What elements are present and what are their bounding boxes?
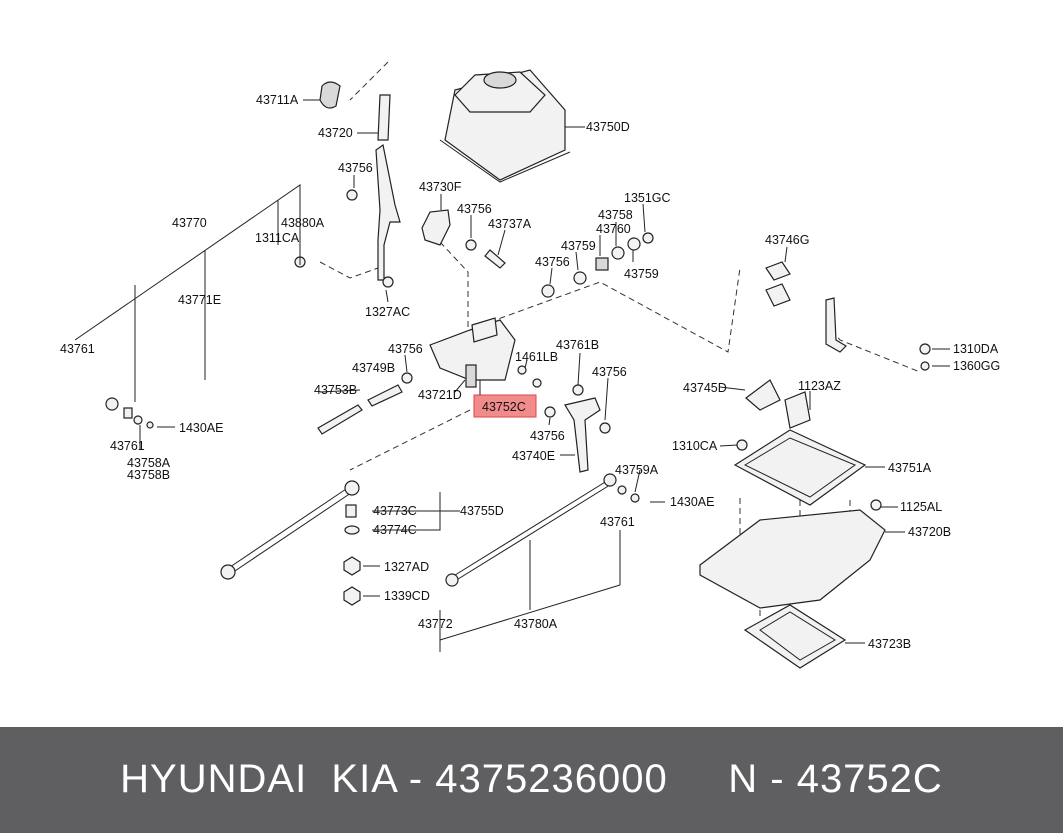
part-label: 43759A	[615, 463, 659, 477]
part-label: 43780A	[514, 617, 558, 631]
part-label: 43772	[418, 617, 453, 631]
part-label: 1310DA	[953, 342, 999, 356]
part-label: 43759	[561, 239, 596, 253]
part-label: 43761	[600, 515, 635, 529]
small-parts-cluster	[421, 209, 654, 298]
part-label: 43753B	[314, 383, 357, 397]
leader-lines	[139, 99, 950, 644]
highlighted-part-label: 43752C	[482, 400, 526, 414]
base-plate	[699, 499, 886, 609]
part-label: 43761B	[556, 338, 599, 352]
part-label: 43720	[318, 126, 353, 140]
shift-lever	[319, 81, 401, 288]
shift-rod	[220, 480, 460, 606]
part-label: 43756	[530, 429, 565, 443]
exploded-view-drawing: 43711A 43720 43750D 43756 43730F 43756 4…	[60, 61, 1000, 669]
part-label: 43773C	[373, 504, 417, 518]
part-label: 43730F	[419, 180, 462, 194]
part-label: 43740E	[512, 449, 555, 463]
part-label: 1125AL	[900, 500, 942, 514]
part-label: 43761	[60, 342, 95, 356]
part-label: 43750D	[586, 120, 630, 134]
part-label: 43761	[110, 439, 145, 453]
part-label: 43711A	[256, 93, 299, 107]
part-label: 43880A	[281, 216, 325, 230]
part-label: 43759	[624, 267, 659, 281]
part-label: 1351GC	[624, 191, 671, 205]
footer-bar: HYUNDAI KIA - 4375236000 N - 43752C	[0, 727, 1063, 833]
part-label: 43774C	[373, 523, 417, 537]
bracket-assembly	[736, 261, 931, 451]
highlight-box	[473, 394, 537, 418]
part-label: 43756	[457, 202, 492, 216]
shift-arm	[544, 384, 611, 473]
part-label: 43758A	[127, 456, 171, 470]
part-label: 43723B	[868, 637, 911, 651]
part-label: 43758	[598, 208, 633, 222]
bushings-left	[123, 407, 154, 429]
select-cable	[74, 184, 306, 411]
part-label: 43771E	[178, 293, 221, 307]
part-label: 43770	[172, 216, 207, 230]
gasket	[733, 429, 867, 506]
part-label: 1311CA	[255, 231, 300, 245]
part-label: 1123AZ	[798, 379, 841, 393]
part-label: 43760	[596, 222, 631, 236]
part-label: 43755D	[460, 504, 504, 518]
part-label: 43758B	[127, 468, 170, 482]
part-label: 43756	[388, 342, 423, 356]
part-label: 43720B	[908, 525, 951, 539]
part-label: 43737A	[488, 217, 532, 231]
part-label: 43756	[592, 365, 627, 379]
part-label: 43756	[338, 161, 373, 175]
shift-boot	[439, 69, 571, 183]
part-label: 1339CD	[384, 589, 430, 603]
lever-bracket	[317, 317, 542, 435]
part-label: 43749B	[352, 361, 395, 375]
part-label: 1360GG	[953, 359, 1000, 373]
part-label: 1327AC	[365, 305, 410, 319]
part-label: 43721D	[418, 388, 462, 402]
part-label: 43751A	[888, 461, 932, 475]
part-label: 43745D	[683, 381, 727, 395]
part-label: 1461LB	[515, 350, 558, 364]
part-label: 43746G	[765, 233, 809, 247]
cover-plate	[743, 604, 847, 669]
part-label: 1430AE	[670, 495, 714, 509]
part-number-caption: HYUNDAI KIA - 4375236000 N - 43752C	[120, 757, 943, 801]
part-label: 1310CA	[672, 439, 718, 453]
parts-diagram: 43711A 43720 43750D 43756 43730F 43756 4…	[60, 61, 1000, 669]
part-label: 43756	[535, 255, 570, 269]
shift-cable	[439, 473, 640, 652]
part-label: 1430AE	[179, 421, 223, 435]
part-labels: 43711A 43720 43750D 43756 43730F 43756 4…	[60, 93, 1000, 651]
part-label: 1327AD	[384, 560, 429, 574]
